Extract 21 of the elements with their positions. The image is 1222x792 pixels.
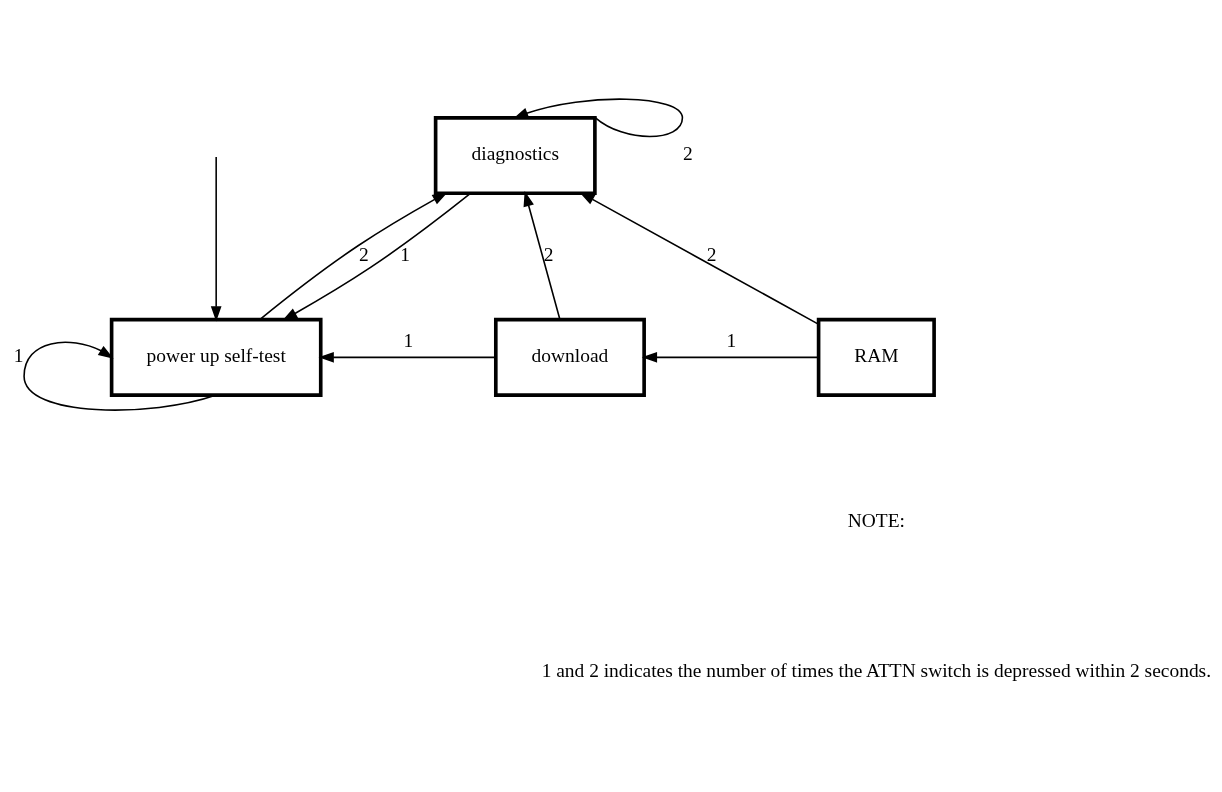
node-box: download [493, 317, 646, 397]
edge-label: 2 [359, 243, 369, 265]
edge-label: 1 [400, 243, 411, 265]
label: 1 and 2 indicates the number of times the ATTN switch is depressed within 2 seconds. [541, 659, 1212, 681]
edge-label: 2 [683, 142, 693, 164]
edge-label: 1 [13, 344, 24, 366]
node-box: power up self-test [109, 317, 323, 397]
label: NOTE: [847, 509, 905, 531]
edge-label: 2 [706, 243, 717, 265]
arrow [513, 97, 684, 137]
arrow [318, 351, 497, 363]
arrow [210, 155, 222, 322]
edge-label: 1 [726, 329, 737, 351]
edge-label: 1 [403, 329, 414, 351]
node-box: RAM [816, 317, 936, 397]
arrow [282, 192, 472, 321]
arrow [523, 190, 561, 320]
node-box: diagnostics [433, 115, 597, 195]
arrow [259, 191, 448, 320]
arrow [641, 351, 819, 363]
edge-label: 2 [543, 243, 554, 265]
